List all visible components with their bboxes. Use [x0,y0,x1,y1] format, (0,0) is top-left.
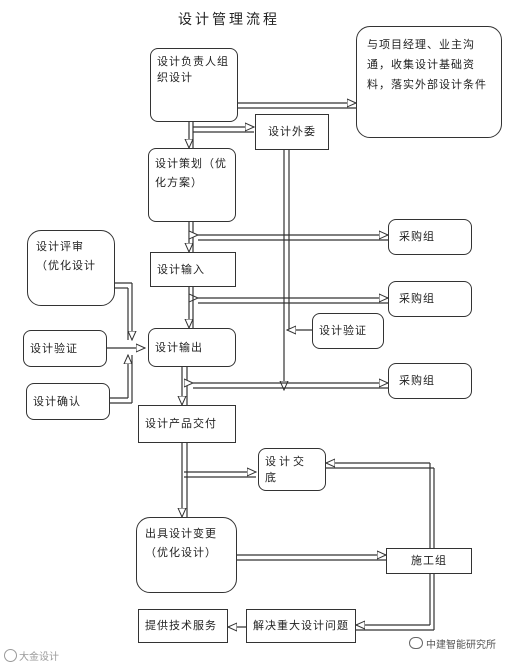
node-outsource: 设计外委 [255,114,329,150]
node-tech-service: 提供技术服务 [138,609,228,643]
node-delivery: 设计产品交付 [138,405,236,443]
node-planning: 设计策划（优化方案） [148,148,236,222]
node-review: 设计评审（优化设计 [27,230,115,306]
node-procure-1: 采购组 [388,219,472,255]
node-procure-2: 采购组 [388,281,472,317]
node-change: 出具设计变更（优化设计） [136,517,237,593]
node-input: 设计输入 [150,252,236,287]
node-verify-left: 设计验证 [23,330,107,367]
node-confirm: 设计确认 [26,383,110,420]
watermark-left: 大金设计 [4,648,59,663]
node-procure-3: 采购组 [388,363,472,399]
diagram-title: 设计管理流程 [178,12,280,28]
weibo-icon [4,649,17,662]
node-design-lead: 设计负责人组织设计 [150,48,238,122]
wechat-icon [409,637,423,649]
node-communicate: 与项目经理、业主沟通，收集设计基础资料，落实外部设计条件 [356,26,502,138]
node-handover: 设计交底 [258,448,326,491]
node-construction: 施工组 [386,548,472,574]
node-verify-right: 设计验证 [312,313,384,349]
node-output: 设计输出 [148,328,236,367]
node-resolve: 解决重大设计问题 [246,609,356,643]
watermark-right: 中建智能研究所 [409,636,496,651]
